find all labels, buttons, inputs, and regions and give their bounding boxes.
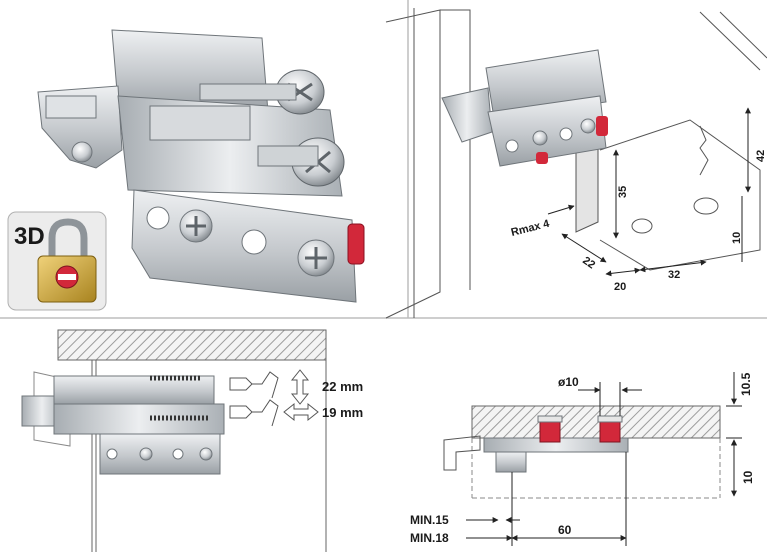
dim-42: 42 — [755, 150, 767, 162]
cabinet-mounting-view — [385, 8, 767, 319]
width-60-label: 60 — [558, 523, 572, 537]
badge-3d-text: 3D — [14, 223, 45, 250]
hinge-3d-render — [37, 29, 365, 303]
horizontal-adjust-arrow-icon — [283, 402, 319, 422]
dim-10-5: 10.5 — [739, 372, 753, 396]
rmax-radius-label: Rmax 4 — [510, 218, 552, 239]
dim-10-bottom: 10 — [741, 470, 755, 484]
min-18-label: MIN.18 — [410, 531, 449, 545]
3d-padlock-badge: 3D — [7, 211, 107, 311]
screwdriver-icon — [229, 371, 279, 399]
min-15-label: MIN.15 — [410, 513, 449, 527]
dim-10: 10 — [731, 232, 743, 244]
section-drawing — [443, 372, 742, 546]
dim-35: 35 — [617, 186, 629, 198]
screwdriver-icon — [229, 399, 279, 427]
diameter-label: ø10 — [558, 375, 579, 389]
dim-32: 32 — [668, 269, 680, 281]
adjustment-view — [21, 329, 327, 552]
dim-22: 22 — [580, 255, 597, 272]
horizontal-adjust-label: 19 mm — [322, 405, 363, 420]
dim-20: 20 — [614, 281, 626, 293]
vertical-adjust-arrow-icon — [290, 369, 310, 405]
padlock-shackle-icon — [48, 218, 88, 260]
vertical-adjust-label: 22 mm — [322, 379, 363, 394]
